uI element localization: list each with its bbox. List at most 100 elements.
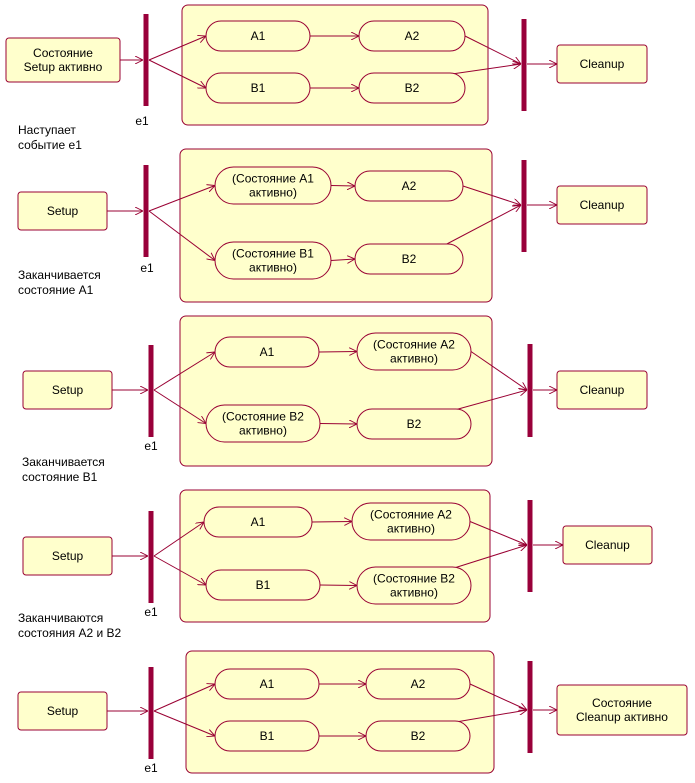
- panel-5-join-bar: [527, 661, 533, 753]
- panel-4-transition-b2-join: [450, 545, 527, 570]
- panel-4-transition-a1-a2: [311, 522, 352, 523]
- caption-2: Заканчивается состояние A1: [18, 268, 101, 297]
- panel-4-setup-state: [22, 536, 113, 576]
- panel-1-state-a1: [205, 20, 311, 52]
- panel-5-state-a2: [365, 668, 471, 700]
- panel-3-join-bar: [527, 344, 533, 437]
- panel-3-state-b2-label: B2: [407, 417, 422, 431]
- panel-3-transition-fork-b1: [153, 389, 206, 424]
- panel-2-transition-b2-join: [442, 205, 521, 247]
- panel-3-transition-a1-a2: [318, 352, 357, 353]
- panel-5-transition-a2-join: [469, 683, 527, 710]
- panel-1-setup-state: [5, 37, 121, 83]
- panel-1-transition-a2-join: [464, 35, 521, 64]
- panel-2-cleanup-state: [556, 185, 648, 225]
- caption-1: Наступает событие e1: [18, 123, 82, 152]
- panel-4-join-bar: [527, 500, 533, 592]
- panel-1-state-a1-label: A1: [251, 29, 266, 43]
- panel-5-state-b1-label: B1: [260, 729, 275, 743]
- panel-1-state-b2: [358, 72, 466, 104]
- panel-5-transition-fork-b1: [153, 710, 215, 736]
- panel-3-fork-bar: [148, 345, 154, 437]
- panel-1-transition-fork-b1: [148, 59, 206, 88]
- panel-1-state-a2: [358, 20, 466, 52]
- panel-4-state-b1: [205, 569, 321, 601]
- panel-2-fork-bar: [143, 165, 149, 257]
- panel-4-state-a1: [203, 506, 313, 538]
- panel-3-state-a1: [214, 336, 320, 368]
- panel-2-join-bar: [521, 160, 527, 252]
- panel-4-transition-b1-b2: [319, 585, 357, 586]
- panel-4-setup-state-label: Setup: [52, 549, 84, 563]
- panel-4-fork-label: e1: [144, 605, 158, 619]
- panel-2-transition-b1-b2: [330, 259, 355, 261]
- panel-1-fork-label: e1: [135, 114, 149, 128]
- panel-1-state-b1: [205, 72, 311, 104]
- panel-5-state-a1: [214, 668, 320, 700]
- panel-5-state-b2: [365, 720, 471, 752]
- caption-3: Заканчивается состояние B1: [22, 455, 105, 484]
- panel-2-cleanup-state-label: Cleanup: [580, 198, 625, 212]
- panel-1-state-b2-label: B2: [405, 81, 420, 95]
- panel-5-fork-bar: [148, 667, 154, 759]
- panel-1-fork-bar: [143, 14, 149, 106]
- panel-3-setup-state-label: Setup: [52, 383, 84, 397]
- panel-2-transition-a2-join: [462, 185, 521, 205]
- panel-3-setup-state: [22, 370, 113, 410]
- panel-5-fork-label: e1: [144, 761, 158, 775]
- panel-1-cleanup-state-label: Cleanup: [580, 57, 625, 71]
- panel-2-state-b2: [354, 243, 464, 275]
- panel-5-state-a2-label: A2: [411, 677, 426, 691]
- panel-5-setup-state-label: Setup: [47, 704, 79, 718]
- panel-4-state-a1-label: A1: [251, 515, 266, 529]
- panel-2-transition-a1-a2: [330, 186, 355, 187]
- panel-5-transition-b2-join: [449, 710, 527, 724]
- panel-2-state-a2-label: A2: [402, 179, 417, 193]
- panel-3-state-a2: [356, 332, 472, 371]
- panel-3-state-b2: [356, 408, 472, 440]
- panel-2-state-b1: [214, 241, 332, 280]
- panel-4-transition-fork-b1: [153, 555, 206, 585]
- panel-1-cleanup-state: [556, 44, 648, 84]
- caption-4: Заканчиваются состояния A2 и B2: [18, 611, 122, 640]
- panel-3-state-b1: [205, 404, 321, 443]
- panel-5-state-a1-label: A1: [260, 677, 275, 691]
- panel-4-state-a2: [351, 502, 471, 541]
- panel-5-state-b1: [214, 720, 320, 752]
- panel-3-transition-b2-join: [450, 390, 527, 412]
- panel-3-cleanup-state-label: Cleanup: [580, 383, 625, 397]
- panel-3-transition-b1-b2: [319, 424, 357, 425]
- panel-4-cleanup-state-label: Cleanup: [585, 538, 630, 552]
- panel-2-transition-fork-a1: [148, 186, 215, 212]
- panel-2-setup-state-label: Setup: [47, 204, 79, 218]
- panel-4-state-b1-label: B1: [256, 578, 271, 592]
- panel-4-state-b2: [356, 566, 472, 605]
- panel-1-join-bar: [521, 19, 527, 111]
- panel-4-transition-a2-join: [469, 521, 527, 546]
- panel-3-transition-fork-a1: [153, 352, 215, 391]
- panel-2-transition-fork-b1: [148, 210, 215, 261]
- panel-1-state-a2-label: A2: [405, 29, 420, 43]
- panel-3-state-a1-label: A1: [260, 345, 275, 359]
- panel-4-cleanup-state: [562, 525, 653, 565]
- panel-1-transition-fork-a1: [148, 36, 206, 61]
- panel-5-transition-fork-a1: [153, 684, 215, 712]
- panel-1-transition-b2-join: [444, 64, 521, 76]
- panel-4-fork-bar: [148, 511, 154, 603]
- panel-5-setup-state: [17, 691, 108, 731]
- panel-2-state-a2: [354, 170, 464, 202]
- panel-2-state-a1: [214, 166, 332, 205]
- panel-2-state-b2-label: B2: [402, 252, 417, 266]
- panel-3-fork-label: e1: [144, 439, 158, 453]
- panel-2-fork-label: e1: [140, 261, 154, 275]
- panel-3-transition-a2-join: [470, 351, 527, 391]
- panel-5-state-b2-label: B2: [411, 729, 426, 743]
- panel-2-setup-state: [17, 191, 108, 231]
